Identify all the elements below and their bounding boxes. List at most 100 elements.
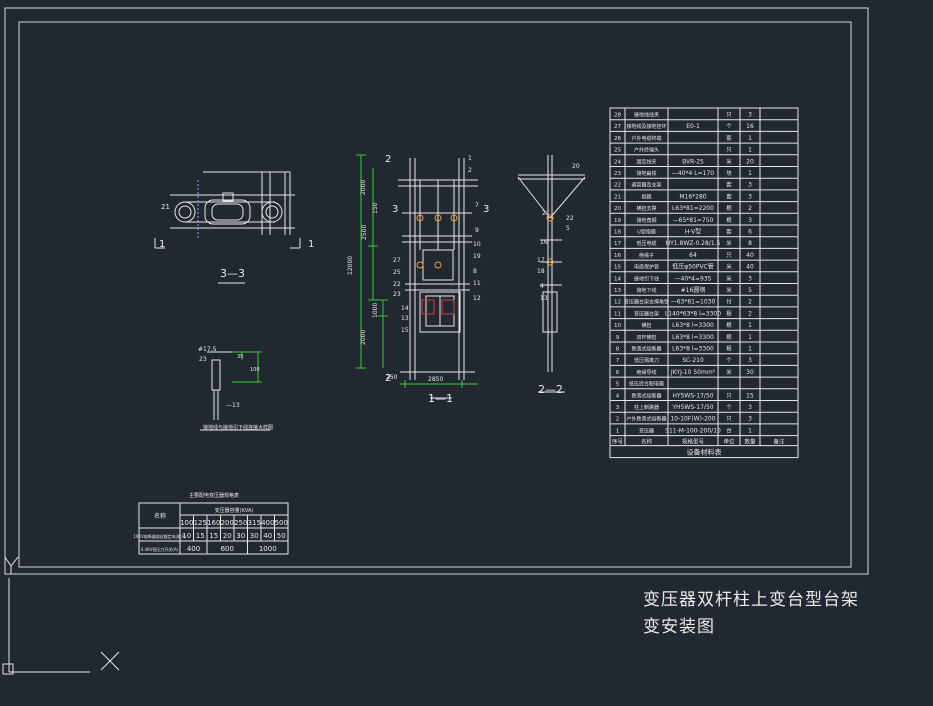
material-row-unit: 根	[726, 321, 732, 329]
material-row-unit: 个	[726, 357, 732, 364]
material-row-qty: 1	[748, 170, 752, 177]
material-row-qty: 1	[748, 322, 752, 329]
material-row-qty: 3	[748, 357, 752, 364]
callout-23: 23	[199, 356, 207, 363]
material-row-qty: 30	[746, 369, 754, 376]
material-row-unit: 只	[726, 112, 732, 119]
material-row-qty: 3	[748, 416, 752, 423]
material-row-spec: SC-210	[682, 357, 704, 364]
material-row-qty: 2	[748, 205, 752, 212]
material-row-name: 绝缘导线	[636, 369, 656, 376]
svg-text:13: 13	[401, 315, 409, 322]
material-row-no: 12	[614, 300, 621, 306]
material-row-unit: 米	[726, 368, 732, 376]
material-row-spec: H-V型	[685, 228, 701, 236]
material-row-qty: 1	[748, 135, 752, 142]
material-row-name: 接地下线	[636, 287, 656, 294]
material-row-name: 电缆保护管	[634, 264, 659, 271]
material-row-no: 10	[614, 323, 621, 329]
material-row-no: 16	[614, 253, 621, 259]
material-row-no: 5	[616, 382, 620, 388]
material-row-qty: 16	[746, 123, 754, 130]
material-header-cell: 序号	[612, 438, 624, 446]
material-row-unit: 米	[726, 239, 732, 247]
material-row-unit: 只	[726, 416, 732, 423]
svg-text:17: 17	[537, 257, 545, 264]
material-row-name: 接地线线夹	[634, 112, 659, 119]
spec-capacity-cell: 315	[248, 519, 261, 527]
cut-mark-1-left: 1	[159, 239, 165, 250]
material-row-name: 变压器台架支撑角铁	[624, 299, 669, 306]
svg-text:13: 13	[540, 295, 548, 302]
spec-row2-cell: 400	[187, 545, 200, 553]
section-3-3-label: 3—3	[220, 267, 245, 280]
material-row-unit: 米	[726, 286, 732, 294]
material-row-no: 17	[614, 241, 621, 247]
svg-text:5: 5	[566, 225, 570, 232]
material-row-qty: 1	[748, 346, 752, 353]
material-row-qty: 1	[748, 334, 752, 341]
material-row-spec: 10-10F(W)-200	[670, 416, 715, 423]
dim-250: 250	[386, 374, 398, 381]
material-row-no: 11	[614, 311, 621, 317]
svg-text:12: 12	[473, 295, 481, 302]
material-row-spec: —63*81=1030	[671, 299, 716, 306]
material-row-no: 8	[616, 347, 620, 353]
material-row-spec: YH5WS-17/50	[671, 404, 713, 411]
cut-mark-2-top: 2	[385, 154, 391, 165]
spec-capacity-cell: 160	[207, 519, 220, 527]
material-row-name: 低压综合配电箱	[629, 381, 664, 388]
material-row-name: 固定线夹	[636, 158, 656, 165]
material-row-unit: 块	[726, 169, 732, 177]
callout-13: —13	[226, 402, 240, 409]
dim-35: 35	[237, 354, 243, 360]
view-1-1	[356, 154, 478, 399]
material-row-no: 24	[614, 159, 621, 165]
material-row-name: U型抱箍	[637, 229, 656, 236]
cut-mark-1-right: 1	[308, 239, 314, 250]
material-row-no: 21	[614, 194, 621, 200]
spec-row1-cell: 10	[182, 532, 191, 540]
svg-text:27: 27	[393, 257, 401, 264]
svg-text:2: 2	[468, 167, 472, 174]
spec-row1-cell: 50	[277, 532, 286, 540]
svg-text:1: 1	[468, 155, 472, 162]
svg-text:16: 16	[540, 239, 548, 246]
material-row-no: 6	[616, 370, 620, 376]
material-row-unit: 根	[726, 204, 732, 212]
dim-100: 100	[250, 367, 260, 373]
material-row-qty: 40	[746, 264, 754, 271]
material-row-name: 低压电缆	[636, 240, 656, 247]
material-row-qty: 3	[748, 112, 752, 119]
material-row-name: 接地扁铁	[636, 170, 656, 177]
spec-row1-cell: 15	[196, 532, 205, 540]
material-row-unit: 套	[726, 228, 732, 236]
drawing-title-line-1: 变压器双杆柱上变台型台架	[643, 590, 859, 610]
material-row-unit: 只	[726, 147, 732, 154]
material-header-cell: 规格型号	[682, 438, 705, 446]
material-row-unit: 根	[726, 309, 732, 317]
spec-group-head: 变压器容量(KVA)	[215, 507, 254, 514]
spec-row1-cell: 15	[209, 532, 218, 540]
material-row-qty: 40	[746, 252, 754, 259]
material-row-qty: 3	[748, 217, 752, 224]
material-header-cell: 数量	[744, 438, 756, 446]
material-header-cell: 备注	[773, 438, 785, 446]
material-row-unit: 根	[726, 333, 732, 341]
material-row-spec: BVR-25	[682, 158, 704, 165]
svg-text:21: 21	[542, 210, 550, 217]
material-row-spec: JKYJ-10 50mm²	[670, 369, 716, 376]
ucs-icon	[2, 556, 120, 675]
material-row-no: 20	[614, 206, 621, 212]
material-row-name: 柱上断路器	[634, 404, 659, 411]
material-row-name: 户外终端头	[634, 147, 659, 154]
dim-2500: 2500	[361, 225, 368, 240]
material-row-no: 28	[614, 113, 621, 119]
material-row-no: 4	[616, 393, 620, 399]
section-2-2-label: 2—2	[538, 383, 563, 396]
spec-row2-label: 0.4KV低压刀开关(A)	[141, 546, 179, 552]
material-row-qty: 2	[748, 299, 752, 306]
material-row-qty: 6	[748, 229, 752, 236]
